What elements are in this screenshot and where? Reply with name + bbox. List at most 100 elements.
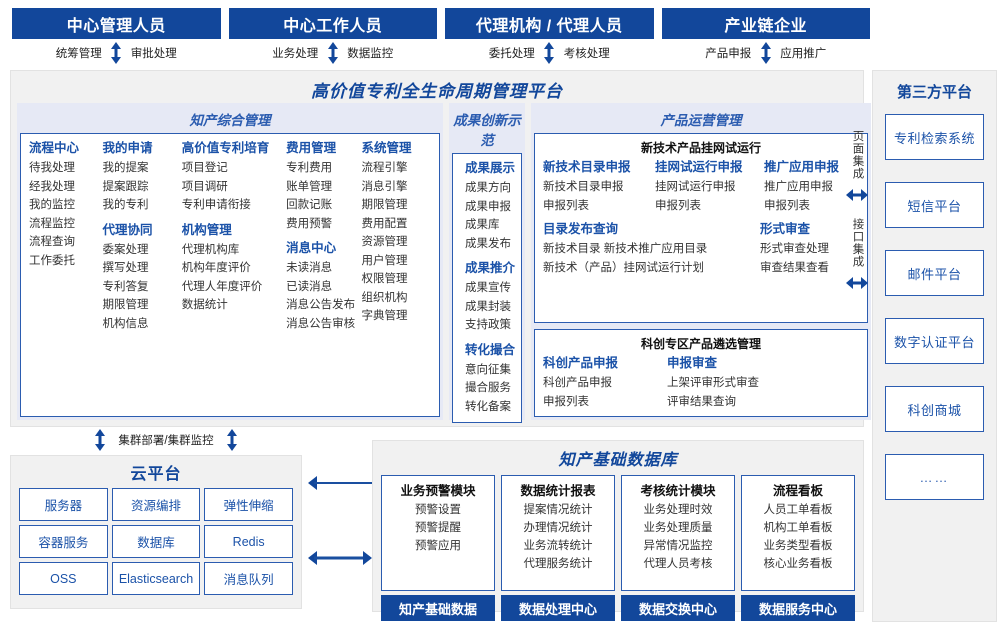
database-item[interactable]: 代理人员考核	[643, 558, 713, 570]
database-item[interactable]: 预警应用	[415, 540, 461, 552]
menu-item[interactable]: 用户管理	[361, 254, 408, 267]
cloud-service-3[interactable]: 弹性伸缩	[204, 488, 293, 521]
menu-item[interactable]: 流程查询	[29, 236, 75, 248]
menu-item[interactable]: 撰写处理	[102, 262, 149, 274]
database-item[interactable]: 业务处理质量	[643, 522, 713, 534]
menu-item[interactable]: 代理人年度评价	[181, 280, 263, 293]
database-item[interactable]: 预警提醒	[415, 522, 461, 534]
cloud-service-6[interactable]: Redis	[204, 525, 293, 558]
menu-item[interactable]: 申报列表	[764, 199, 811, 212]
database-item[interactable]: 异常情况监控	[643, 540, 713, 552]
database-item[interactable]: 核心业务看板	[763, 558, 833, 570]
third-party-item-1[interactable]: 专利检索系统	[885, 114, 984, 160]
database-item[interactable]: 提案情况统计	[523, 504, 593, 516]
menu-item[interactable]: 消息引擎	[361, 180, 408, 193]
cloud-service-8[interactable]: Elasticsearch	[111, 562, 201, 595]
menu-item[interactable]: 挂网试运行申报	[655, 181, 736, 193]
menu-item[interactable]: 消息公告审核	[286, 317, 356, 330]
menu-item[interactable]: 撮合服务	[465, 382, 511, 394]
menu-item[interactable]: 科创产品申报	[543, 377, 613, 389]
role-title-2[interactable]: 中心工作人员	[228, 8, 437, 39]
menu-item[interactable]: 机构年度评价	[181, 262, 251, 274]
section-header[interactable]: 消息中心	[286, 241, 337, 255]
section-header[interactable]: 申报审查	[667, 356, 718, 370]
menu-item[interactable]: 流程监控	[29, 217, 75, 230]
menu-item[interactable]: 提案跟踪	[102, 180, 149, 193]
database-item[interactable]: 机构工单看板	[763, 522, 833, 534]
menu-item[interactable]: 项目调研	[181, 180, 228, 193]
database-item[interactable]: 代理服务统计	[523, 558, 593, 570]
menu-item[interactable]: 申报列表	[543, 395, 590, 408]
menu-item[interactable]: 成果方向	[465, 182, 511, 194]
database-item[interactable]: 业务类型看板	[763, 540, 833, 552]
menu-item[interactable]: 期限管理	[361, 199, 408, 211]
section-header[interactable]: 成果展示	[465, 161, 516, 175]
cloud-service-4[interactable]: 容器服务	[19, 525, 108, 558]
database-item[interactable]: 业务处理时效	[643, 504, 713, 516]
cloud-service-2[interactable]: 资源编排	[111, 488, 201, 521]
database-item[interactable]: 办理情况统计	[523, 522, 593, 534]
third-party-item-5[interactable]: 科创商城	[885, 386, 984, 432]
menu-item[interactable]: 我的监控	[29, 199, 75, 211]
database-footer-4[interactable]: 数据服务中心	[741, 595, 855, 621]
menu-item[interactable]: 成果申报	[465, 200, 511, 213]
menu-item[interactable]: 我的专利	[102, 199, 149, 211]
menu-item[interactable]: 专利答复	[102, 280, 149, 293]
section-header[interactable]: 机构管理	[181, 222, 232, 237]
section-header[interactable]: 新技术目录申报	[543, 160, 631, 174]
menu-item[interactable]: 消息公告发布	[286, 299, 356, 311]
menu-item[interactable]: 成果封装	[465, 300, 511, 313]
menu-item[interactable]: 成果库	[465, 219, 500, 231]
menu-item[interactable]: 新技术目录 新技术推广应用目录	[543, 243, 708, 255]
cloud-service-5[interactable]: 数据库	[111, 525, 201, 558]
menu-item[interactable]: 待我处理	[29, 162, 75, 174]
menu-item[interactable]: 申报列表	[543, 199, 590, 212]
section-header[interactable]: 成果推介	[465, 261, 516, 275]
third-party-item-4[interactable]: 数字认证平台	[885, 318, 984, 364]
third-party-item-3[interactable]: 邮件平台	[885, 250, 984, 296]
menu-item[interactable]: 委案处理	[102, 243, 149, 256]
section-header[interactable]: 挂网试运行申报	[655, 160, 743, 174]
menu-item[interactable]: 推广应用申报	[764, 181, 834, 193]
database-item[interactable]: 人员工单看板	[763, 504, 833, 516]
menu-item[interactable]: 申报列表	[655, 199, 702, 212]
section-header[interactable]: 高价值专利培育	[181, 141, 270, 155]
menu-item[interactable]: 新技术目录申报	[543, 181, 624, 193]
menu-item[interactable]: 新技术（产品）挂网试运行计划	[543, 261, 705, 274]
role-title-4[interactable]: 产业链企业	[661, 8, 870, 39]
third-party-item-6[interactable]: ……	[885, 454, 984, 500]
menu-item[interactable]: 未读消息	[286, 262, 333, 274]
section-header[interactable]: 转化撮合	[465, 342, 516, 357]
menu-item[interactable]: 回款记账	[286, 199, 333, 211]
menu-item[interactable]: 专利费用	[286, 162, 333, 174]
menu-item[interactable]: 转化备案	[465, 400, 511, 413]
database-footer-2[interactable]: 数据处理中心	[501, 595, 615, 621]
menu-item[interactable]: 机构信息	[102, 317, 149, 330]
role-title-3[interactable]: 代理机构 / 代理人员	[445, 8, 654, 39]
menu-item[interactable]: 审查结果查看	[760, 261, 830, 274]
menu-item[interactable]: 成果宣传	[465, 282, 511, 294]
menu-item[interactable]: 评审结果查询	[667, 395, 737, 408]
section-header[interactable]: 我的申请	[102, 141, 153, 155]
menu-item[interactable]: 期限管理	[102, 299, 149, 311]
menu-item[interactable]: 代理机构库	[181, 243, 240, 256]
section-header[interactable]: 推广应用申报	[764, 160, 840, 174]
database-item[interactable]: 业务流转统计	[523, 540, 593, 552]
section-header[interactable]: 流程中心	[29, 141, 80, 155]
menu-item[interactable]: 形式审查处理	[760, 243, 830, 255]
menu-item[interactable]: 字典管理	[361, 310, 408, 322]
cloud-service-1[interactable]: 服务器	[19, 488, 108, 521]
third-party-item-2[interactable]: 短信平台	[885, 182, 984, 228]
section-header[interactable]: 形式审查	[760, 222, 811, 236]
section-header[interactable]: 科创产品申报	[543, 356, 619, 370]
menu-item[interactable]: 费用预警	[286, 217, 333, 230]
role-title-1[interactable]: 中心管理人员	[12, 8, 221, 39]
menu-item[interactable]: 成果发布	[465, 237, 511, 250]
menu-item[interactable]: 数据统计	[181, 299, 228, 311]
section-header[interactable]: 代理协同	[102, 222, 153, 237]
section-header[interactable]: 系统管理	[361, 141, 412, 155]
menu-item[interactable]: 已读消息	[286, 280, 333, 293]
menu-item[interactable]: 专利申请衔接	[181, 199, 251, 211]
cloud-service-9[interactable]: 消息队列	[204, 562, 293, 595]
menu-item[interactable]: 流程引擎	[361, 162, 408, 174]
